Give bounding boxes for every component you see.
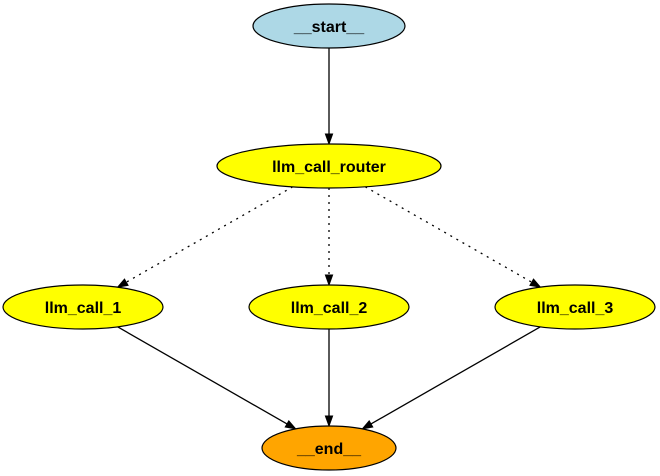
node-ellipse bbox=[2, 284, 164, 330]
node-label: llm_call_1 bbox=[45, 300, 122, 317]
edge-call3-to-end bbox=[361, 326, 541, 430]
arrow-head-icon bbox=[284, 419, 297, 430]
arrow-head-icon bbox=[324, 133, 334, 146]
arrow-head-icon bbox=[116, 278, 129, 288]
node-ellipse bbox=[252, 3, 406, 49]
edge-call2-to-end bbox=[324, 329, 334, 428]
node-label: llm_call_2 bbox=[291, 300, 368, 317]
edges-layer bbox=[116, 48, 542, 430]
edge-router-to-call1 bbox=[116, 186, 294, 288]
node-ellipse bbox=[248, 284, 410, 330]
node-router[interactable]: llm_call_router bbox=[216, 143, 442, 189]
node-label: llm_call_router bbox=[272, 159, 386, 176]
node-call3[interactable]: llm_call_3 bbox=[494, 284, 656, 330]
arrow-head-icon bbox=[529, 278, 542, 288]
edge-router-to-call3 bbox=[364, 186, 542, 288]
node-ellipse bbox=[494, 284, 656, 330]
edge-router-to-call2 bbox=[324, 188, 334, 287]
nodes-layer: __start__ llm_call_router llm_call_1 llm_ca… bbox=[2, 3, 656, 471]
edge-line bbox=[125, 186, 294, 283]
node-call2[interactable]: llm_call_2 bbox=[248, 284, 410, 330]
arrow-head-icon bbox=[361, 419, 374, 430]
node-start[interactable]: __start__ bbox=[252, 3, 406, 49]
edge-line bbox=[117, 326, 288, 425]
node-label: __start__ bbox=[293, 19, 365, 36]
edge-line bbox=[370, 326, 541, 425]
arrow-head-icon bbox=[324, 415, 334, 428]
edge-start-to-router bbox=[324, 48, 334, 146]
node-label: __end__ bbox=[296, 441, 362, 458]
edge-call1-to-end bbox=[117, 326, 297, 430]
node-ellipse bbox=[216, 143, 442, 189]
node-call1[interactable]: llm_call_1 bbox=[2, 284, 164, 330]
node-label: llm_call_3 bbox=[537, 300, 614, 317]
edge-line bbox=[364, 186, 533, 283]
arrow-head-icon bbox=[324, 274, 334, 287]
node-ellipse bbox=[261, 425, 397, 471]
node-end[interactable]: __end__ bbox=[261, 425, 397, 471]
